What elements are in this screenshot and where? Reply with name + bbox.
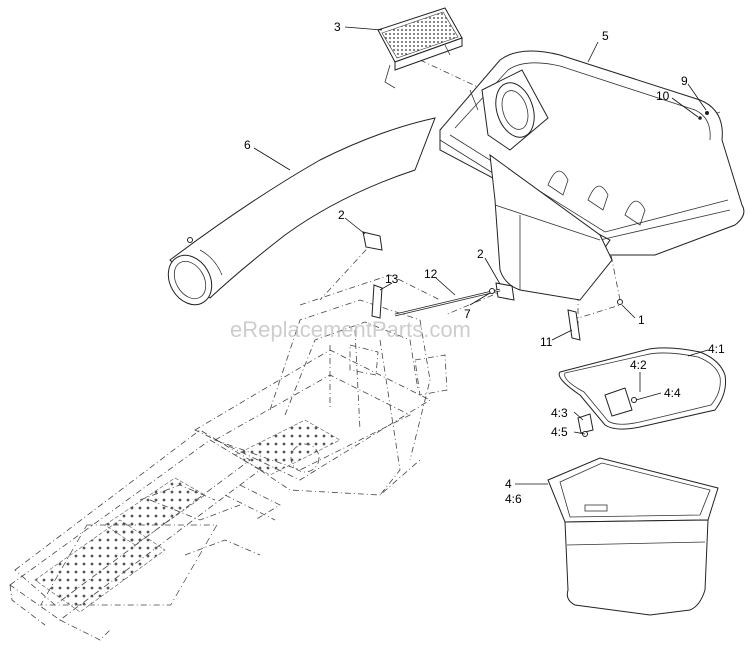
- grass-bag: [547, 457, 719, 616]
- callout-6: 6: [244, 138, 251, 152]
- bagger-cover: [439, 50, 745, 256]
- callout-4: 4: [505, 477, 512, 491]
- callout-4-3: 4:3: [551, 406, 568, 420]
- callout-labels: 3 5 9 10 6 2 2 13 12 7 1 11 4:1 4:2 4:4 …: [244, 20, 725, 506]
- callout-13: 13: [385, 272, 399, 286]
- callout-5: 5: [602, 29, 609, 43]
- watermark: eReplacementParts.com: [230, 317, 471, 342]
- callout-2-upper: 2: [338, 208, 345, 222]
- callout-7: 7: [464, 307, 471, 321]
- callout-12: 12: [424, 267, 438, 281]
- callout-3: 3: [334, 20, 341, 34]
- screen-part: [377, 7, 463, 89]
- bracket-parts: [362, 231, 581, 341]
- support-rod: [394, 288, 501, 317]
- callout-4-5: 4:5: [551, 425, 568, 439]
- mower-frame: [9, 274, 448, 641]
- callout-2-lower: 2: [477, 247, 484, 261]
- callout-4-1: 4:1: [708, 342, 725, 356]
- discharge-chute: [167, 117, 436, 306]
- callout-11: 11: [540, 335, 553, 349]
- callout-10: 10: [656, 89, 670, 103]
- callout-4-2: 4:2: [630, 358, 647, 372]
- bagger-tub: [489, 153, 623, 305]
- callout-4-6: 4:6: [505, 492, 522, 506]
- callout-1: 1: [638, 313, 645, 327]
- callout-9: 9: [681, 74, 688, 88]
- callout-4-4: 4:4: [664, 386, 681, 400]
- leaders: [253, 26, 709, 485]
- bag-frame: [558, 347, 726, 437]
